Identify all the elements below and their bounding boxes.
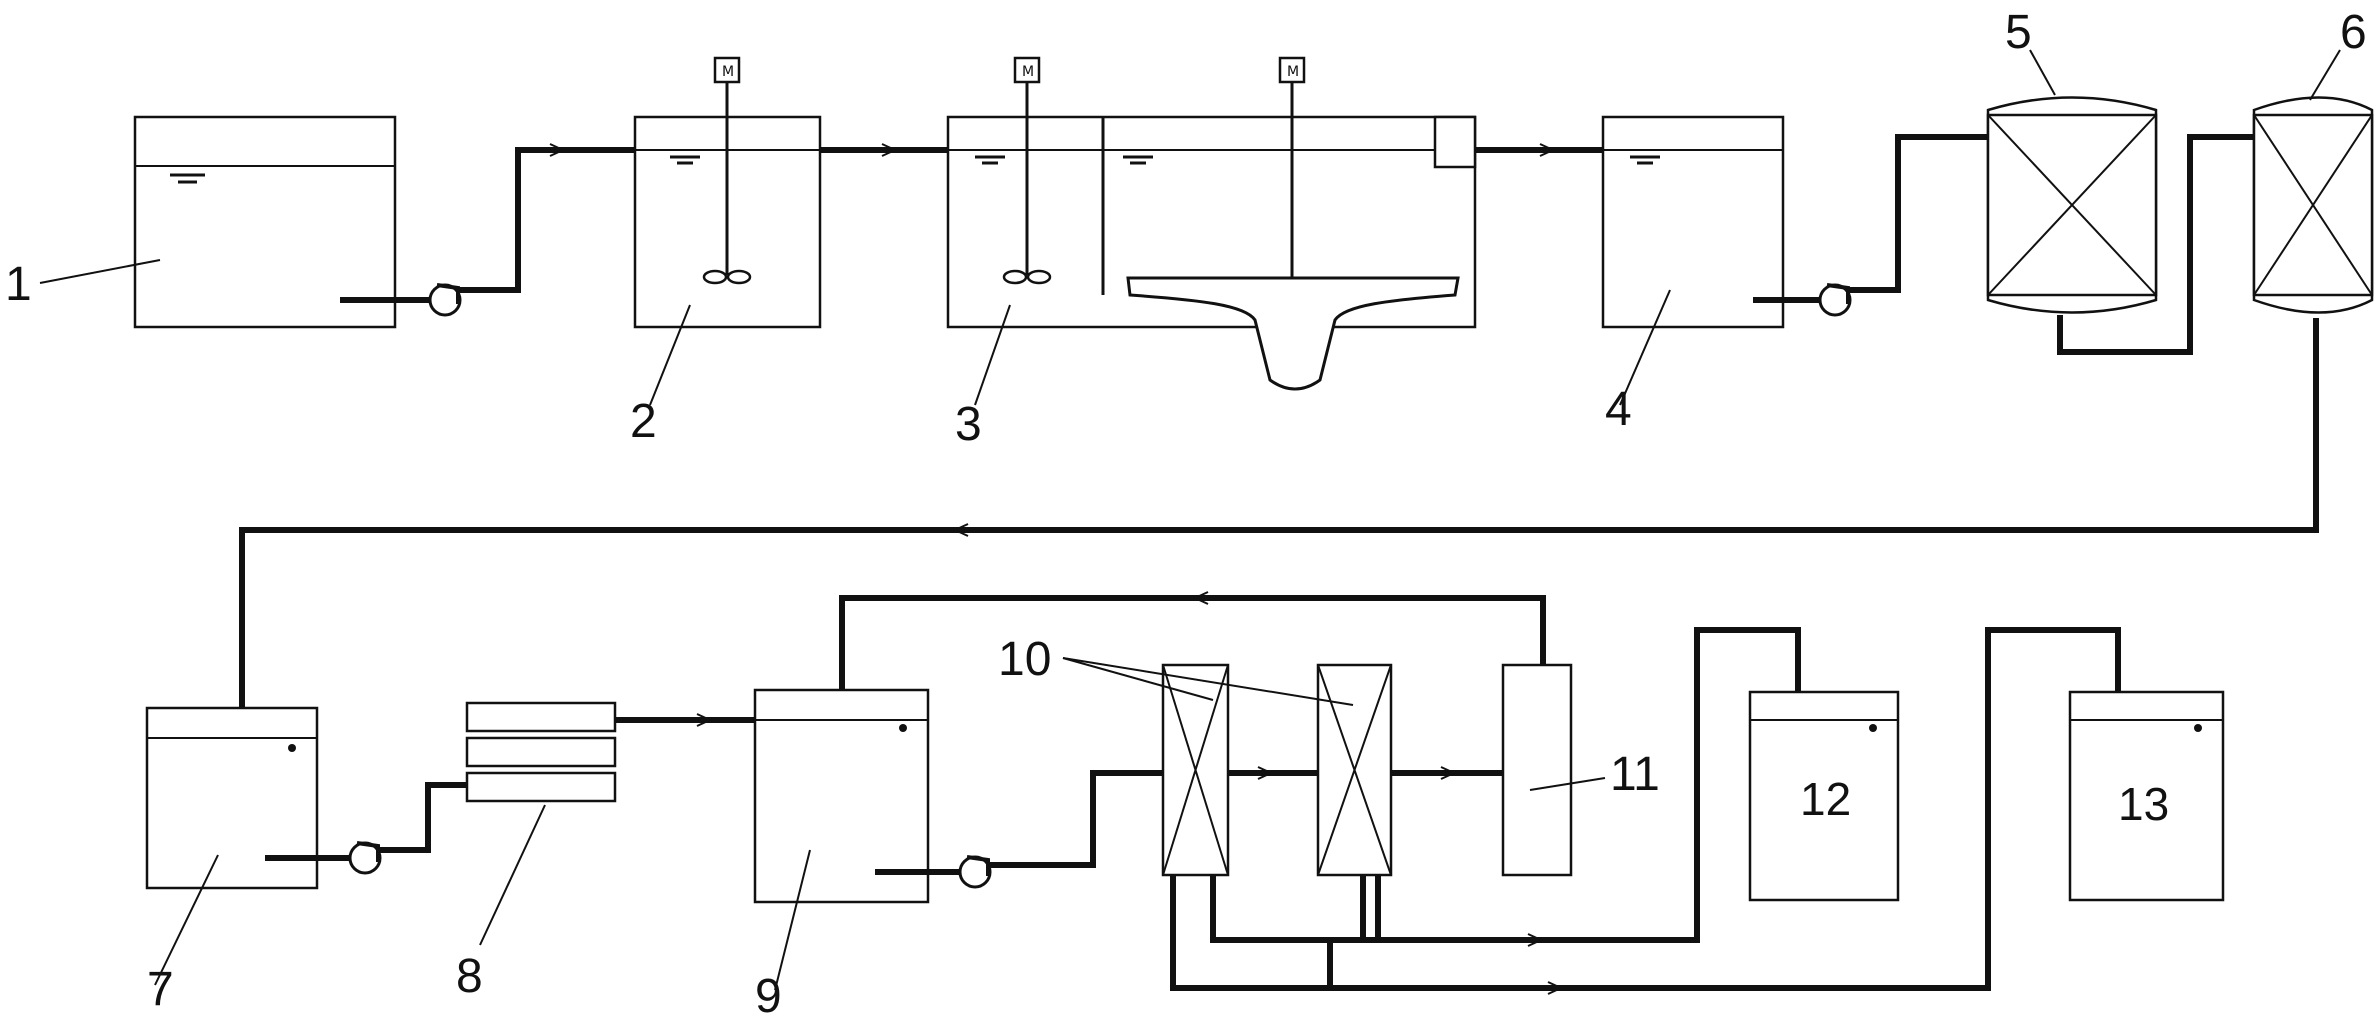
tank-2: M [633,56,822,329]
tank-9 [753,688,930,904]
tank-13 [2068,690,2225,902]
label-11: 11 [1610,748,1660,801]
filter-stack-8 [465,701,617,803]
water-level-icon [1123,155,1153,165]
impeller-icon [702,269,752,285]
label-10: 10 [998,633,1051,686]
column-10b [1316,663,1393,877]
tank-7 [145,706,319,890]
water-level-icon [975,155,1005,165]
water-level-icon [1630,155,1660,165]
label-12: 12 [1800,773,1851,825]
label-1: 1 [5,258,32,311]
label-8: 8 [456,950,483,1003]
label-3: 3 [955,398,982,451]
label-9: 9 [755,970,782,1022]
motor-icon: M [713,56,741,84]
column-5 [1986,96,2158,314]
column-10a [1161,663,1230,877]
label-13: 13 [2118,778,2169,830]
tank-12 [1748,690,1900,902]
motor-icon: M [1278,56,1306,84]
motor-icon: M [1013,56,1041,84]
pump-icon [958,855,992,889]
svg-text:M: M [1287,64,1299,80]
clarifier-hopper [1126,276,1460,391]
column-6 [2252,96,2374,314]
water-level-icon [170,173,205,184]
column-11 [1501,663,1573,877]
pump-icon [1818,283,1852,317]
impeller-icon [1002,269,1052,285]
tank-3: M M [946,56,1477,391]
label-2: 2 [630,395,657,448]
label-4: 4 [1605,383,1632,436]
label-5: 5 [2005,6,2032,59]
svg-text:M: M [722,64,734,80]
label-6: 6 [2340,6,2367,59]
water-level-icon [670,155,700,165]
svg-text:M: M [1022,64,1034,80]
pump-icon [348,841,382,875]
tank-4 [1601,115,1785,329]
pump-icon [428,283,462,317]
tank-1 [133,115,397,329]
label-7: 7 [147,963,174,1016]
